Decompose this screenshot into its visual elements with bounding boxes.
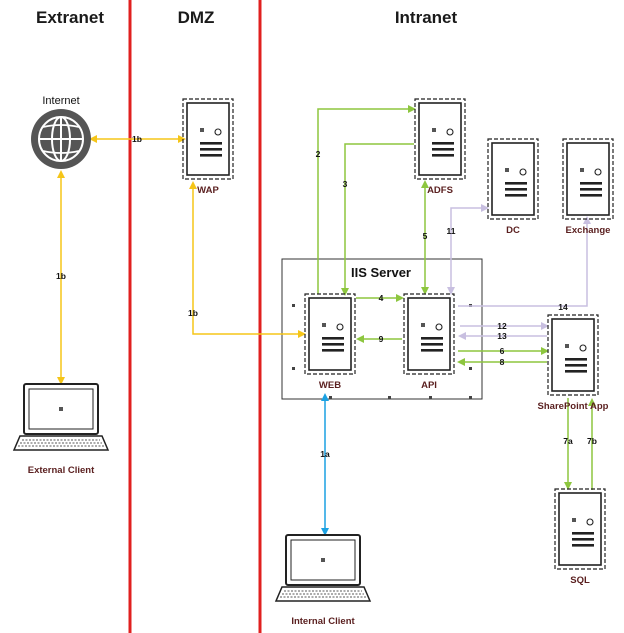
edge-label-7b: 7b <box>587 436 597 446</box>
adfs-label: ADFS <box>427 185 453 196</box>
server-icon <box>414 98 466 180</box>
server-icon <box>547 314 599 396</box>
wap-label: WAP <box>197 185 219 196</box>
edge-label-1a: 1a <box>320 449 330 459</box>
edge-label-7a: 7a <box>563 436 573 446</box>
edge-2-web-adfs <box>317 105 416 294</box>
server-icon <box>304 293 356 375</box>
exchange-server: Exchange <box>562 138 614 236</box>
sql-server: SQL <box>554 488 606 586</box>
edge-label-1b-internet-client: 1b <box>56 271 66 281</box>
edge-11-api-dc <box>447 204 489 295</box>
adfs-server: ADFS <box>414 98 466 196</box>
server-icon <box>487 138 539 220</box>
zone-title-extranet: Extranet <box>36 8 104 27</box>
edge-label-14: 14 <box>558 302 568 312</box>
api-server: API <box>403 293 455 391</box>
edge-label-9: 9 <box>379 334 384 344</box>
laptop-icon <box>275 534 371 602</box>
globe-icon <box>31 109 91 169</box>
exchange-label: Exchange <box>566 225 611 236</box>
api-label: API <box>421 380 437 391</box>
server-icon <box>554 488 606 570</box>
internet-label: Internet <box>42 95 79 107</box>
edge-label-5: 5 <box>423 231 428 241</box>
internal-client-label: Internal Client <box>291 616 355 627</box>
edge-label-6: 6 <box>500 346 505 356</box>
edge-3-adfs-web <box>341 143 414 296</box>
edge-label-11: 11 <box>447 226 456 236</box>
server-icon <box>562 138 614 220</box>
zone-title-dmz: DMZ <box>178 8 215 27</box>
edge-label-2: 2 <box>316 149 321 159</box>
edge-label-3: 3 <box>343 179 348 189</box>
sharepoint-app-label: SharePoint App <box>538 401 609 412</box>
dc-server: DC <box>487 138 539 236</box>
edge-label-4: 4 <box>379 293 384 303</box>
server-icon <box>182 98 234 180</box>
sql-label: SQL <box>570 575 590 586</box>
web-server: WEB <box>304 293 356 391</box>
server-icon <box>403 293 455 375</box>
edge-label-1b-wap-web: 1b <box>188 308 198 318</box>
iis-server-label: IIS Server <box>351 265 411 280</box>
zone-title-intranet: Intranet <box>395 8 458 27</box>
edge-14-sharepoint-exchange <box>458 216 591 307</box>
external-client: External Client <box>13 383 109 476</box>
external-client-label: External Client <box>28 465 95 476</box>
edge-label-12: 12 <box>497 321 507 331</box>
edge-wap-web <box>189 181 306 338</box>
web-label: WEB <box>319 380 341 391</box>
wap-server: WAP <box>182 98 234 196</box>
sharepoint-app-server: SharePoint App <box>538 314 609 412</box>
edge-label-13: 13 <box>497 331 507 341</box>
edge-label-8: 8 <box>500 357 505 367</box>
internal-client: Internal Client <box>275 534 371 627</box>
dc-label: DC <box>506 225 520 236</box>
laptop-icon <box>13 383 109 451</box>
edge-label-1b-internet-wap: 1b <box>132 134 142 144</box>
internet-node: Internet <box>31 95 91 169</box>
